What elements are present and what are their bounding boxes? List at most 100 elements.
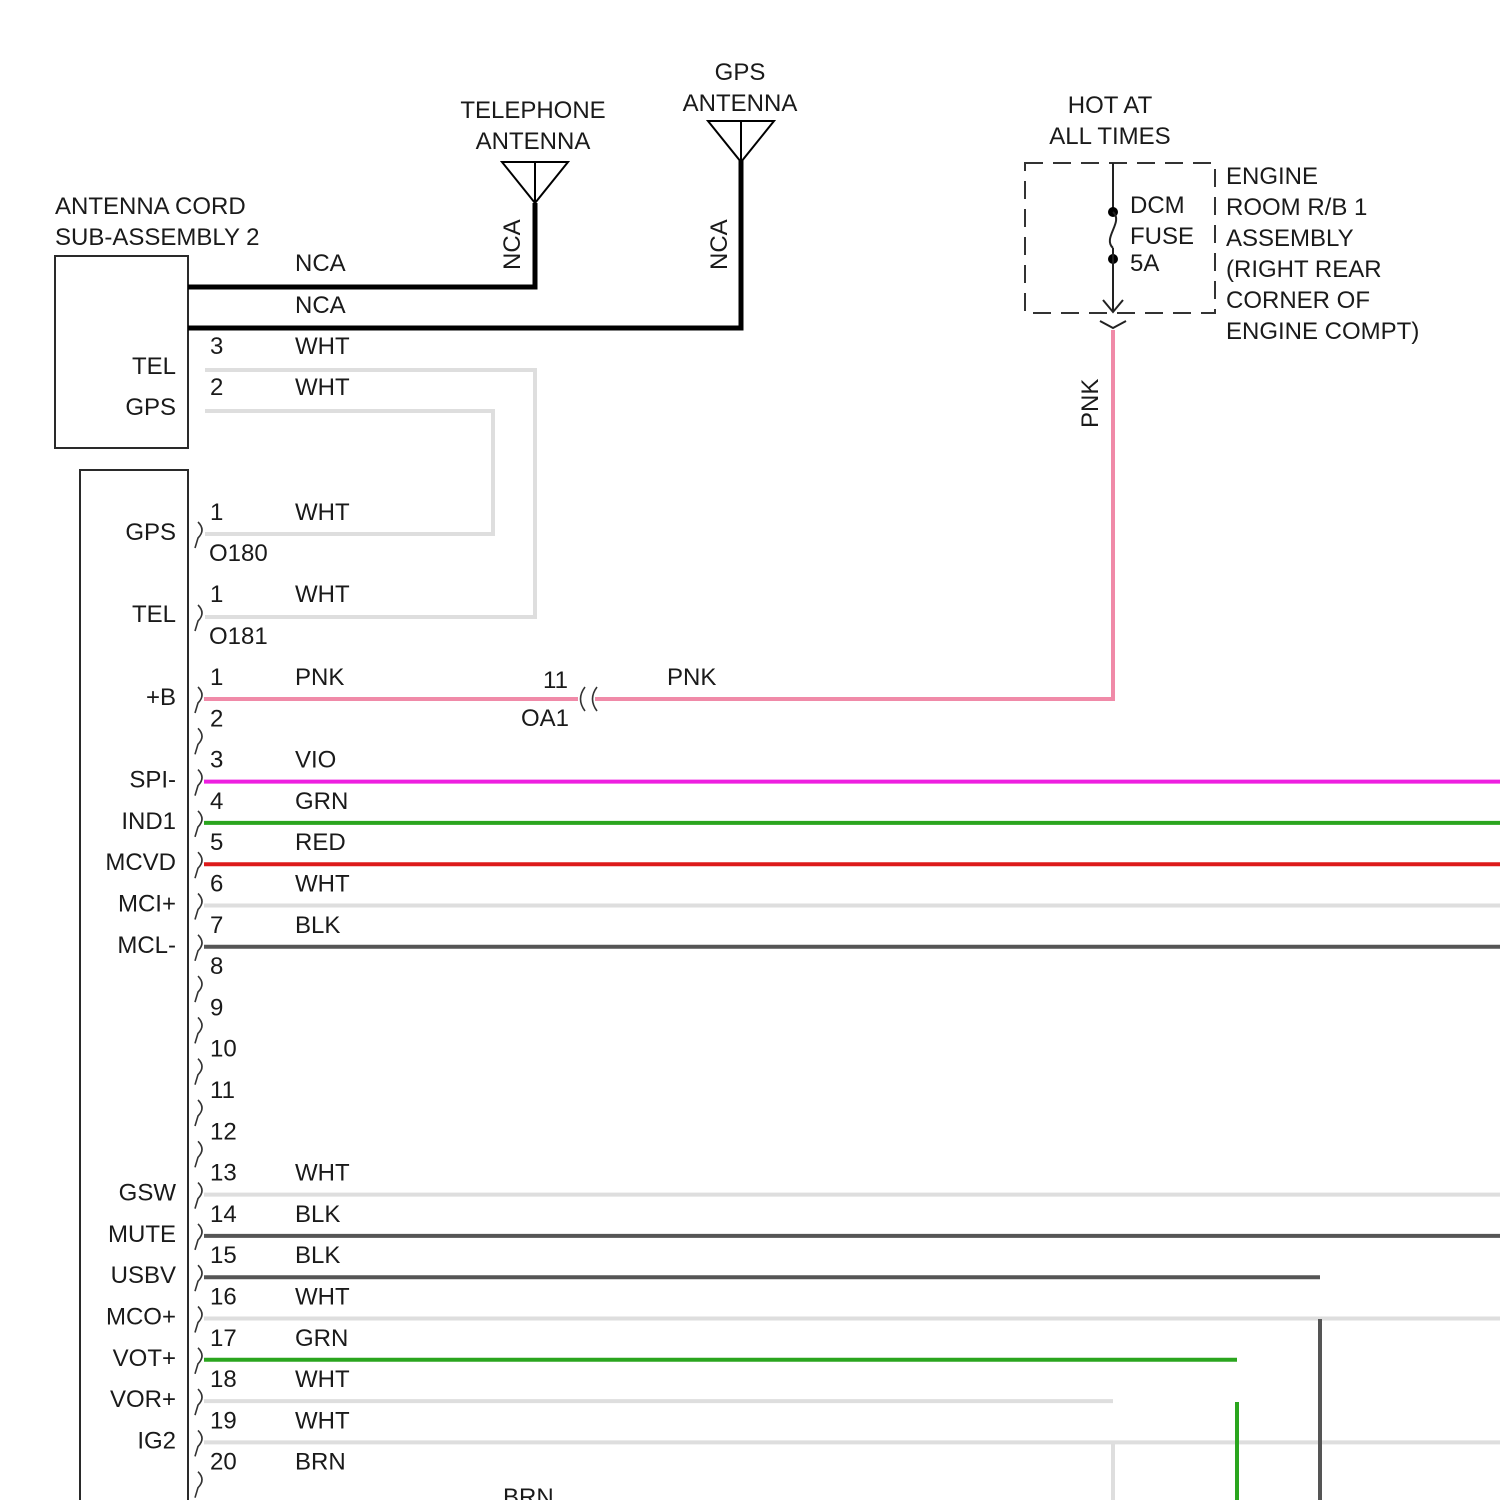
pin-number: 11 [210,1077,235,1104]
pin-number: 5 [210,829,223,856]
pin-wire-color: GRN [295,1325,348,1352]
telephone-antenna-label-line1: TELEPHONE [460,97,605,124]
pin-number: 18 [210,1366,237,1393]
telephone-antenna-wire-label: NCA [499,219,526,270]
pin-terminal-icon [195,1430,202,1456]
pin-wire-color: WHT [295,1160,350,1187]
pin-wire-color: WHT [295,1366,350,1393]
dcm-pin-row: 7 BLK MCL- [117,912,1500,961]
pin-terminal-icon [195,976,202,1002]
o181-pin-name: TEL [132,601,176,628]
pin-wire-color: BRN [295,1449,346,1476]
pin-number: 8 [210,953,223,980]
dcm-fuse-icon [1100,163,1126,328]
o180-connector-id: O180 [209,540,268,567]
dcm-fuse-label-line3: 5A [1130,250,1159,277]
pin-signal-name: MCVD [105,849,176,876]
antenna-cord-pin-3-color: WHT [295,333,350,360]
pin-number: 6 [210,871,223,898]
o181-wire-color: WHT [295,581,350,608]
pin-terminal-icon [195,935,202,961]
antenna-cord-title-line2: SUB-ASSEMBLY 2 [55,224,260,251]
pin-terminal-icon [195,1183,202,1209]
engine-room-label-4: (RIGHT REAR [1226,256,1382,283]
pin-wire-color: GRN [295,788,348,815]
o180-terminal-icon [195,522,202,548]
pin-terminal-icon [195,811,202,837]
pin-number: 10 [210,1036,237,1063]
pin-signal-name: MCL- [117,932,176,959]
pin-number: 9 [210,994,223,1021]
pin20-extra-color: BRN [503,1484,554,1500]
o180-pin-name: GPS [125,519,176,546]
hot-at-all-times-line2: ALL TIMES [1049,123,1170,150]
telephone-antenna-label-line2: ANTENNA [476,128,591,155]
o181-pin-num: 1 [210,581,223,608]
pin-terminal-icon [195,687,202,713]
pin-wire-color: PNK [295,664,344,691]
dcm-pin-row: 20BRN [195,1449,346,1498]
engine-room-label-3: ASSEMBLY [1226,225,1354,252]
hot-at-all-times-line1: HOT AT [1068,92,1153,119]
pin-wire-color: BLK [295,1242,340,1269]
oa1-right-wire-color: PNK [667,664,716,691]
engine-room-label-6: ENGINE COMPT) [1226,318,1419,345]
gps-antenna-wire-label: NCA [706,219,733,270]
pin-signal-name: USBV [111,1262,176,1289]
pin-terminal-icon [195,852,202,878]
nca-wire-label-2: NCA [295,292,346,319]
pin-terminal-icon [195,1389,202,1415]
dcm-pin-row: 18 WHT VOR+ [110,1366,1113,1415]
pnk-power-wire [595,330,1113,699]
pin-number: 3 [210,747,223,774]
o181-connector-id: O181 [209,623,268,650]
nca-wire-label-1: NCA [295,250,346,277]
pin-number: 16 [210,1284,237,1311]
o180-pin-num: 1 [210,499,223,526]
pin-terminal-icon [195,770,202,796]
antenna-cord-pin-tel-name: TEL [132,353,176,380]
telephone-antenna-icon [502,162,568,203]
pin-terminal-icon [195,894,202,920]
pin-terminal-icon [195,1017,202,1043]
oa1-connector-id: OA1 [521,705,569,732]
antenna-cord-pin-2-num: 2 [210,374,223,401]
pin-signal-name: MCI+ [118,891,176,918]
pnk-vertical-wire-label: PNK [1077,379,1104,428]
engine-room-label-1: ENGINE [1226,163,1318,190]
pin-signal-name: +B [146,684,176,711]
gps-antenna-label-line2: ANTENNA [683,90,798,117]
pin-signal-name: IND1 [121,808,176,835]
pin-number: 15 [210,1242,237,1269]
pin-wire-color: VIO [295,747,336,774]
antenna-cord-pin-gps-name: GPS [125,394,176,421]
pin-terminal-icon [195,1059,202,1085]
pin-number: 4 [210,788,223,815]
pin-terminal-icon [195,1141,202,1167]
pin-signal-name: IG2 [137,1427,176,1454]
pin-terminal-icon [195,728,202,754]
gps-antenna-wire [188,160,741,328]
pin-number: 14 [210,1201,237,1228]
antenna-cord-pin-2-color: WHT [295,374,350,401]
dcm-fuse-label-line1: DCM [1130,192,1185,219]
o180-wire-color: WHT [295,499,350,526]
pin-signal-name: VOR+ [110,1386,176,1413]
pin-number: 19 [210,1407,237,1434]
o181-terminal-icon [195,605,202,631]
pin-signal-name: VOT+ [113,1345,176,1372]
pin-number: 7 [210,912,223,939]
pin-wire-color: BLK [295,912,340,939]
dcm-pin-row: 15 BLK USBV [111,1242,1320,1291]
dcm-fuse-label-line2: FUSE [1130,223,1194,250]
engine-room-label-2: ROOM R/B 1 [1226,194,1367,221]
pin-signal-name: MUTE [108,1221,176,1248]
pin-terminal-icon [195,1265,202,1291]
pin-number: 2 [210,705,223,732]
pin-terminal-icon [195,1100,202,1126]
pin-number: 13 [210,1160,237,1187]
pin-signal-name: MCO+ [106,1304,176,1331]
